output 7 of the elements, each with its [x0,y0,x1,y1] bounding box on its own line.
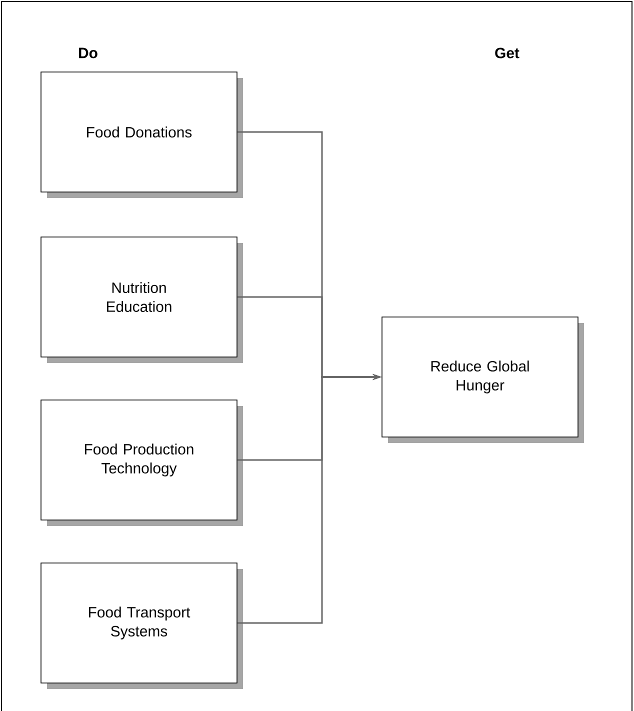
process-box: Food Production Technology [40,400,243,526]
process-box: Food Donations [40,72,243,198]
process-box: Nutrition Education [40,236,243,363]
process-box: Reduce Global Hunger [382,316,584,443]
column-heading: Do [79,48,98,58]
column-heading: Get [495,48,520,58]
process-box: Food Transport Systems [40,562,243,689]
